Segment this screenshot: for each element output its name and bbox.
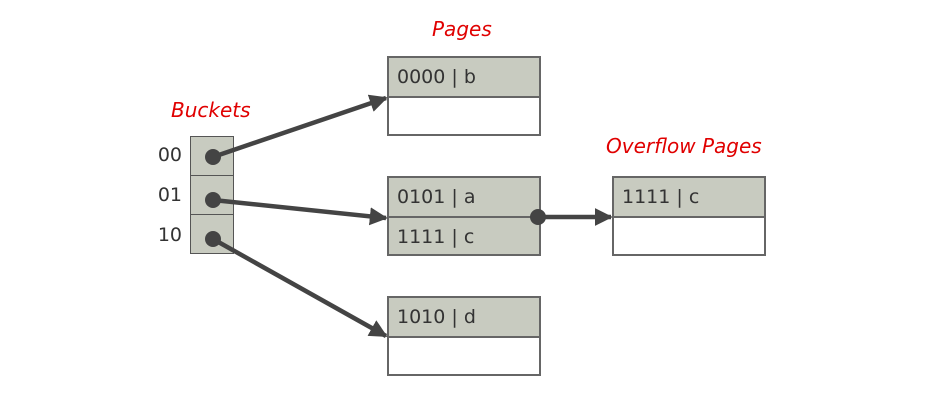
page-3-empty-slot (389, 336, 539, 374)
arrow-bucket-01-to-page-2 (212, 197, 388, 226)
bucket-label-01: 01 (157, 184, 182, 206)
arrow-bucket-00-to-page-1 (212, 94, 388, 160)
page-1-entry: 0000 | b (389, 58, 539, 96)
bucket-label-10: 10 (157, 224, 182, 246)
page-2: 0101 | a 1111 | c (387, 176, 541, 256)
overflow-page-empty-slot (614, 216, 764, 254)
buckets-label: Buckets (171, 98, 251, 122)
arrow-bucket-10-to-page-3 (211, 237, 388, 338)
overflow-page-entry: 1111 | c (614, 178, 764, 216)
page-2-entry-1: 0101 | a (389, 178, 539, 216)
pointer-dot-10 (205, 231, 221, 247)
page-1-empty-slot (389, 96, 539, 134)
overflow-page: 1111 | c (612, 176, 766, 256)
pointer-dot-00 (205, 149, 221, 165)
page-3-entry: 1010 | d (389, 298, 539, 336)
overflow-pages-label: Overflow Pages (606, 134, 762, 158)
pointer-dot-overflow (530, 209, 546, 225)
pages-label: Pages (432, 17, 492, 41)
page-3: 1010 | d (387, 296, 541, 376)
page-1: 0000 | b (387, 56, 541, 136)
page-2-entry-2: 1111 | c (389, 216, 539, 254)
bucket-directory (190, 136, 234, 254)
bucket-label-00: 00 (157, 144, 182, 166)
pointer-dot-01 (205, 192, 221, 208)
